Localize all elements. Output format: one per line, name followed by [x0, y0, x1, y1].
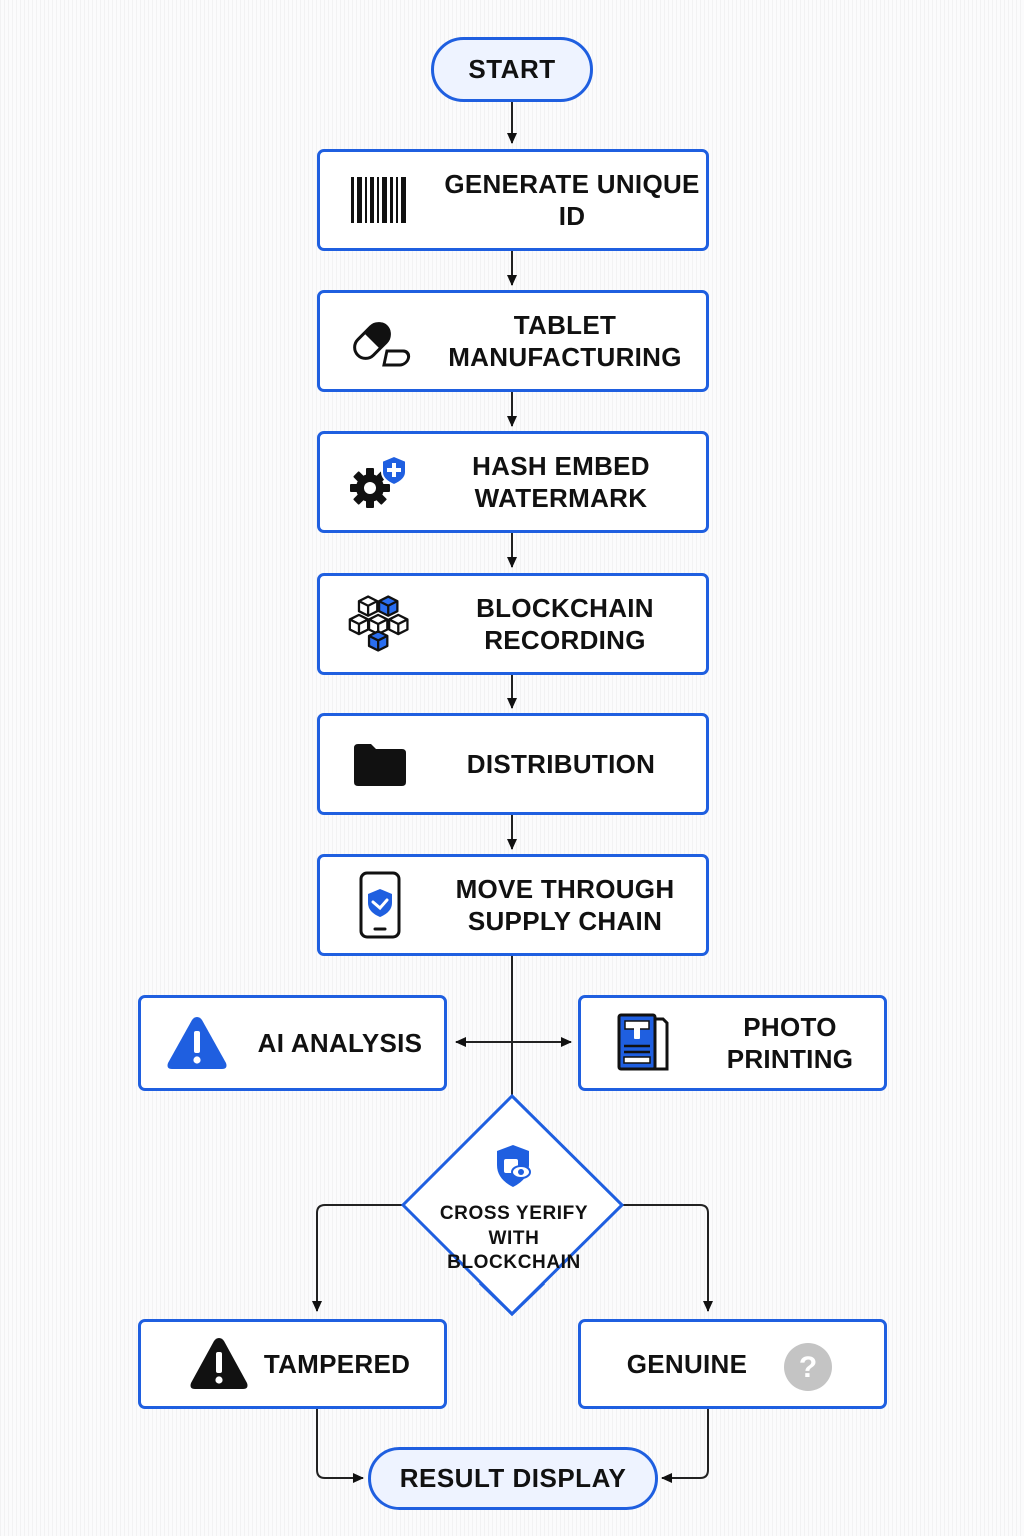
- step-distribution: DISTRIBUTION: [317, 713, 709, 815]
- step-tablet-manufacturing: TABLET MANUFACTURING: [317, 290, 709, 392]
- step-label: HASH EMBED WATERMARK: [472, 451, 650, 513]
- result-display-label: RESULT DISPLAY: [399, 1463, 627, 1493]
- blockchain-cubes-icon: [348, 592, 412, 656]
- step-generate-id: GENERATE UNIQUE ID: [317, 149, 709, 251]
- warning-blue-icon: [165, 1011, 229, 1075]
- shield-eye-icon: [493, 1143, 533, 1191]
- step-blockchain-recording: BLOCKCHAIN RECORDING: [317, 573, 709, 675]
- arrow-genuine-to-result: [661, 1409, 709, 1483]
- chevron-down-icon: [478, 1281, 546, 1317]
- arrow-tampered-to-result: [316, 1409, 364, 1483]
- photo-printing-node: PHOTO PRINTING: [578, 995, 887, 1091]
- arrow-decision-to-tampered: [312, 1204, 403, 1312]
- barcode-icon: [348, 168, 412, 232]
- photo-printing-label: PHOTO PRINTING: [726, 1012, 854, 1074]
- start-label: START: [468, 54, 556, 84]
- tampered-node: TAMPERED: [138, 1319, 447, 1409]
- ai-analysis-label: AI ANALYSIS: [257, 1028, 423, 1058]
- step-hash-embed: HASH EMBED WATERMARK: [317, 431, 709, 533]
- start-node: START: [431, 37, 593, 102]
- step-label: GENERATE UNIQUE ID: [444, 169, 700, 231]
- step-supply-chain: MOVE THROUGH SUPPLY CHAIN: [317, 854, 709, 956]
- decision-label: CROSS YERIFY WITH BLOCKCHAIN: [439, 1203, 589, 1273]
- step-label: TABLET MANUFACTURING: [448, 310, 682, 372]
- svg-text:?: ?: [799, 1351, 817, 1384]
- document-print-icon: [611, 1011, 675, 1075]
- question-circle-icon: ?: [783, 1342, 833, 1392]
- arrow-decision-to-genuine: [622, 1204, 713, 1312]
- warning-black-icon: [187, 1332, 251, 1396]
- genuine-node: GENUINE ?: [578, 1319, 887, 1409]
- pill-capsule-icon: [348, 309, 412, 373]
- step-label: MOVE THROUGH SUPPLY CHAIN: [455, 874, 675, 936]
- result-display-node: RESULT DISPLAY: [368, 1447, 658, 1510]
- step-label: BLOCKCHAIN RECORDING: [476, 593, 654, 655]
- folder-icon: [348, 732, 412, 796]
- step-label: DISTRIBUTION: [466, 749, 656, 779]
- phone-shield-icon: [348, 871, 412, 939]
- genuine-label: GENUINE: [626, 1349, 748, 1379]
- ai-analysis-node: AI ANALYSIS: [138, 995, 447, 1091]
- tampered-label: TAMPERED: [263, 1349, 411, 1379]
- gear-plus-icon: [348, 450, 412, 514]
